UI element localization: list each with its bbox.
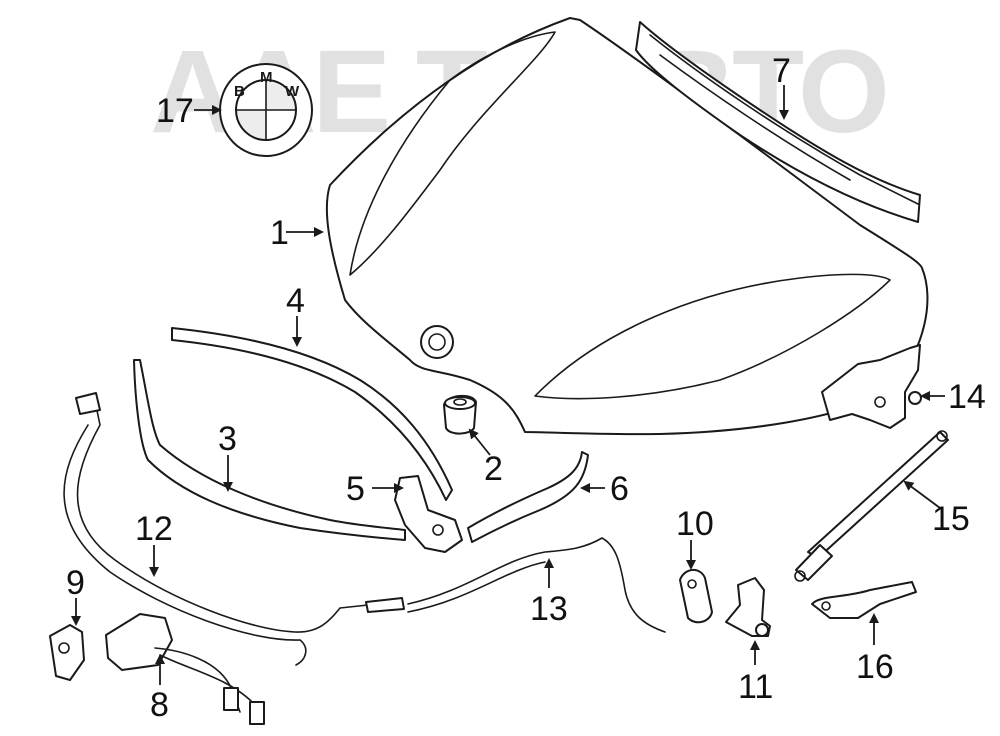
guide-trim xyxy=(467,451,589,543)
callout-11: 11 xyxy=(738,668,773,706)
gas-strut xyxy=(794,430,949,582)
callout-4: 4 xyxy=(286,282,305,320)
emblem-letter-b: B xyxy=(234,83,245,100)
callout-9: 9 xyxy=(66,564,85,602)
lock-bracket xyxy=(394,475,463,553)
callout-16: 16 xyxy=(856,648,894,686)
callout-5: 5 xyxy=(346,470,365,508)
callout-7: 7 xyxy=(772,52,791,90)
emblem-letter-w: W xyxy=(285,83,300,100)
rubber-buffer xyxy=(443,394,477,435)
hood-seal-lower xyxy=(133,359,406,541)
safety-catch xyxy=(725,577,771,637)
callout-15: 15 xyxy=(932,500,970,538)
callout-13: 13 xyxy=(530,590,568,628)
cowl-seal-strip xyxy=(635,21,921,223)
release-cable-rear xyxy=(407,537,666,633)
callout-2: 2 xyxy=(484,450,503,488)
hood-lock-main xyxy=(105,613,265,725)
callout-6: 6 xyxy=(610,470,629,508)
strut-bracket xyxy=(811,581,917,619)
callout-1: 1 xyxy=(270,214,289,252)
hood-panel xyxy=(325,17,929,436)
hood-lock-secondary xyxy=(49,624,85,681)
callout-3: 3 xyxy=(218,420,237,458)
callout-14: 14 xyxy=(948,378,986,416)
leader-arrows xyxy=(71,85,945,685)
callout-8: 8 xyxy=(150,686,169,724)
release-cable-front xyxy=(63,392,405,666)
callout-12: 12 xyxy=(135,510,173,548)
hood-seal-upper xyxy=(171,327,453,501)
hood-hinge xyxy=(821,344,922,429)
callout-labels: 1 2 3 4 5 6 7 8 9 10 11 12 13 14 15 16 1… xyxy=(66,52,986,724)
bmw-emblem: B M W xyxy=(219,63,313,157)
emblem-letter-m: M xyxy=(260,69,273,86)
callout-17: 17 xyxy=(156,92,194,130)
release-handle xyxy=(679,569,713,624)
callout-10: 10 xyxy=(676,505,714,543)
